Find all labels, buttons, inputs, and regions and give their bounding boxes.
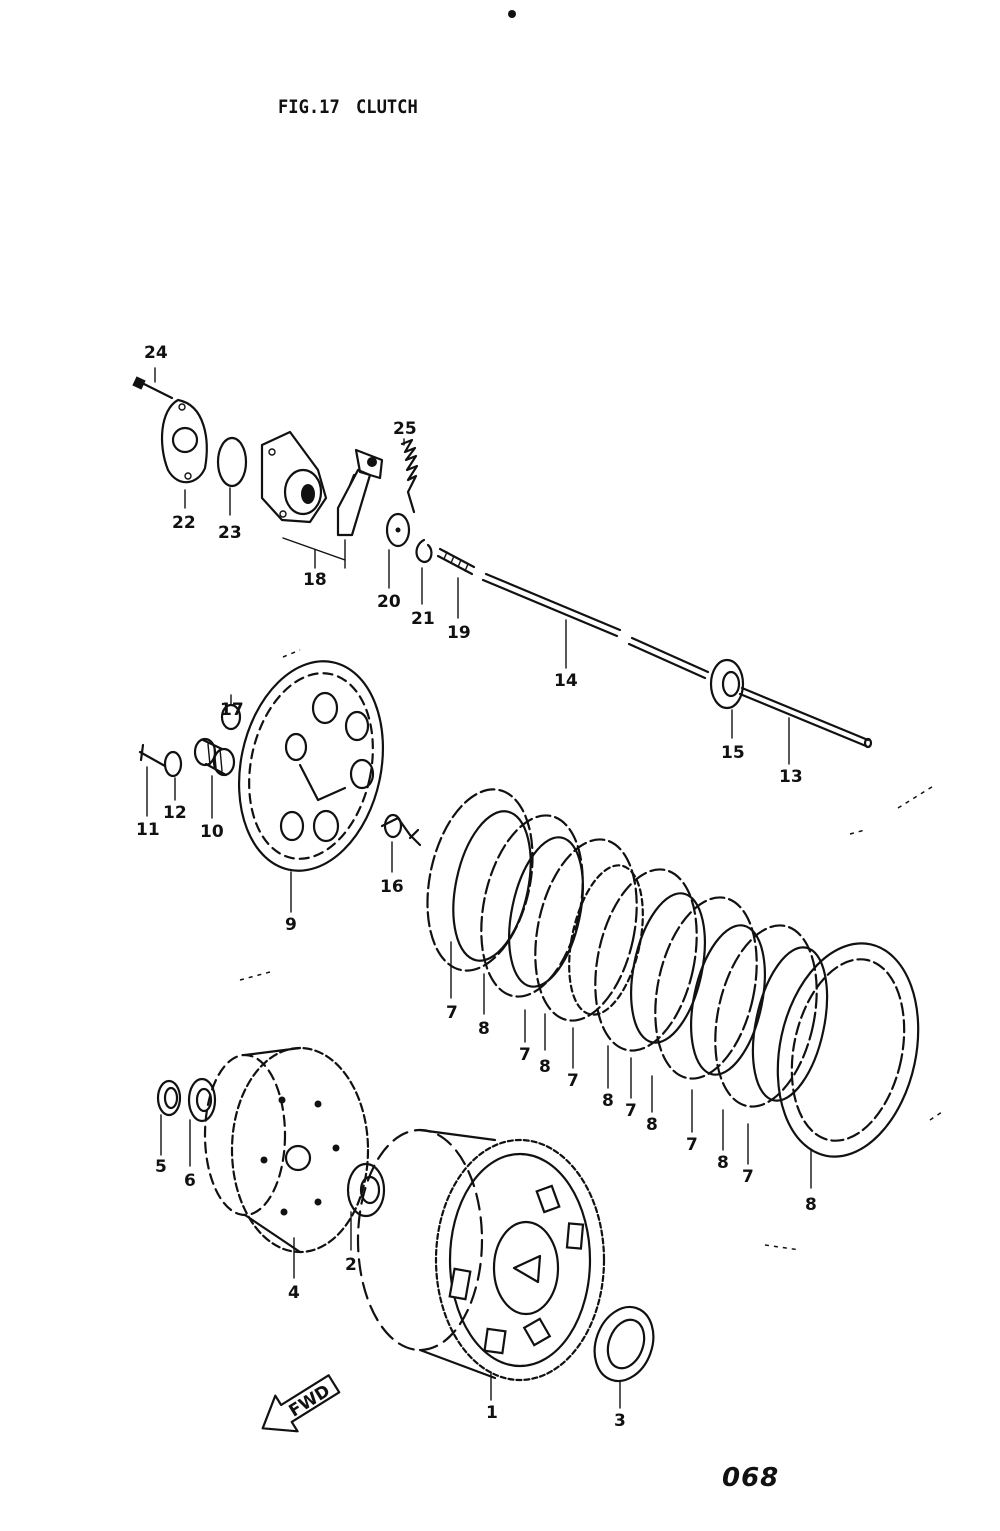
callout-19: 19	[447, 623, 471, 643]
part-21-circlip	[415, 538, 433, 564]
callout-22: 22	[172, 513, 196, 533]
callout-17: 17	[220, 700, 244, 720]
callout-8e: 8	[717, 1153, 729, 1173]
callout-16: 16	[380, 877, 404, 897]
part-5-circlip	[156, 1079, 182, 1117]
guide-dash	[849, 829, 866, 835]
callout-21: 21	[411, 609, 435, 629]
part-3-thrust-washer	[593, 1305, 655, 1383]
callout-20: 20	[377, 592, 401, 612]
callout-labels: 24 22 23 18 25 20 21 19 14 15 13 17 11 1…	[136, 343, 817, 1431]
part-1-primary-driven-gear-housing	[356, 1128, 606, 1382]
figure-number: FIG.17	[278, 96, 340, 118]
callout-25: 25	[393, 419, 417, 439]
callout-24: 24	[144, 343, 168, 363]
callout-23: 23	[218, 523, 242, 543]
callout-8c: 8	[602, 1091, 614, 1111]
figure-title: FIG.17 CLUTCH	[278, 96, 418, 118]
callout-7c: 7	[567, 1071, 579, 1091]
callout-8a: 8	[478, 1019, 490, 1039]
callout-2: 2	[345, 1255, 357, 1275]
callout-1: 1	[486, 1403, 498, 1423]
callout-7b: 7	[519, 1045, 531, 1065]
guide-dash	[929, 1109, 946, 1121]
guide-dash	[897, 784, 936, 809]
part-10-spring	[193, 737, 236, 777]
part-23-o-ring	[216, 436, 248, 488]
callout-14: 14	[554, 671, 578, 691]
page-number: 068	[722, 1463, 780, 1493]
callout-12: 12	[163, 803, 187, 823]
part-2-thrust-washer	[346, 1162, 386, 1218]
callout-3: 3	[614, 1411, 626, 1431]
guide-dash	[282, 649, 301, 658]
figure-name: CLUTCH	[355, 96, 418, 118]
guide-dash	[239, 971, 271, 981]
callout-7a: 7	[446, 1003, 458, 1023]
part-19-pin	[436, 547, 476, 576]
callout-7d: 7	[625, 1101, 637, 1121]
callout-15: 15	[721, 743, 745, 763]
part-22-cover-plate	[160, 398, 208, 484]
part-20-washer	[385, 512, 411, 548]
part-13-push-rod	[738, 686, 873, 749]
callout-18: 18	[303, 570, 327, 590]
part-15-oil-seal	[709, 658, 745, 710]
guide-dash	[764, 1244, 801, 1251]
part-11-bolt	[138, 743, 167, 768]
part-9-pressure-plate	[237, 660, 385, 872]
callout-4: 4	[288, 1283, 300, 1303]
stray-dot	[508, 10, 516, 18]
part-14-push-rod	[481, 572, 710, 680]
part-12-washer	[163, 750, 183, 778]
part-25-spring	[400, 438, 419, 514]
part-4-clutch-sleeve-hub	[203, 1046, 370, 1254]
leader-lines	[146, 367, 812, 1409]
callout-8f: 8	[805, 1195, 817, 1215]
callout-6: 6	[184, 1171, 196, 1191]
callout-7e: 7	[686, 1135, 698, 1155]
callout-9: 9	[285, 915, 297, 935]
part-18-release-lever	[336, 448, 384, 537]
clutch-plate-stack	[426, 788, 920, 1158]
callout-8d: 8	[646, 1115, 658, 1135]
part-18-release-housing	[260, 430, 328, 524]
fwd-arrow: FWD	[261, 1374, 341, 1433]
callout-8b: 8	[539, 1057, 551, 1077]
callout-13: 13	[779, 767, 803, 787]
part-24-bolt	[132, 376, 174, 400]
callout-10: 10	[200, 822, 224, 842]
part-16-release-bearing	[380, 813, 422, 847]
callout-11: 11	[136, 820, 160, 840]
callout-5: 5	[155, 1157, 167, 1177]
callout-7f: 7	[742, 1167, 754, 1187]
part-6-washer	[187, 1077, 217, 1123]
